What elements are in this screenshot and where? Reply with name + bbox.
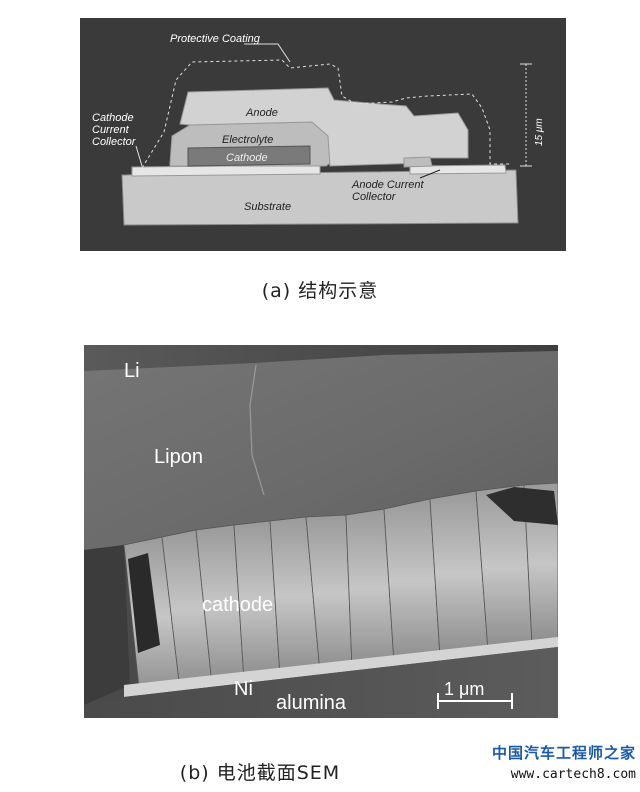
caption-a: (a) 结构示意 xyxy=(261,280,379,302)
anode-collector-label-line1: Anode Current xyxy=(351,179,424,191)
sem-dark-gap xyxy=(128,553,160,653)
cathode-collector-label-line2: Current xyxy=(92,124,130,136)
sem-lipon-layer xyxy=(84,351,558,550)
sem-ni-label: Ni xyxy=(234,678,253,700)
substrate-label: Substrate xyxy=(244,201,291,213)
battery-structure-diagram: Protective Coating Anode Electrolyte Cat… xyxy=(80,18,566,251)
cathode-collector-label-line3: Collector xyxy=(92,136,137,148)
sem-ni-layer xyxy=(124,637,558,697)
caption-b: (b) 电池截面SEM xyxy=(179,762,341,784)
sem-li-layer xyxy=(84,345,558,371)
sem-cathode-label: cathode xyxy=(202,594,273,616)
cathode-collector-label-line1: Cathode xyxy=(92,112,134,124)
anode-collector-leader xyxy=(419,169,441,179)
protective-coating-outline xyxy=(141,59,512,169)
protective-coating-leader xyxy=(244,43,291,63)
electrolyte-label: Electrolyte xyxy=(222,134,273,146)
sem-lipon-label: Lipon xyxy=(154,446,203,468)
anode-contact-step xyxy=(403,156,433,168)
sem-scale-label: 1 μm xyxy=(444,679,484,699)
sem-li-label: Li xyxy=(124,360,140,382)
substrate-layer xyxy=(121,169,519,226)
scale-label: 15 μm xyxy=(534,118,545,146)
anode-current-collector xyxy=(409,164,507,175)
sem-alumina-label: alumina xyxy=(276,692,347,714)
sem-cathode-columns xyxy=(123,482,558,698)
watermark-url: www.cartech8.com xyxy=(510,767,636,782)
cathode-label: Cathode xyxy=(226,152,268,164)
sem-dark-gap xyxy=(486,487,558,525)
sem-crack-line xyxy=(249,364,265,496)
cathode-current-collector xyxy=(131,164,321,177)
anode-layer xyxy=(179,87,469,167)
anode-label: Anode xyxy=(245,107,278,119)
anode-collector-label-line2: Collector xyxy=(352,191,397,203)
watermark: 中国汽车工程师之家 www.cartech8.com xyxy=(486,742,636,782)
sem-cross-section-image: Li Lipon cathode Ni alumina 1 μm xyxy=(84,345,558,718)
watermark-site-name: 中国汽车工程师之家 xyxy=(491,744,636,762)
cathode-collector-leader xyxy=(135,145,143,167)
protective-coating-label: Protective Coating xyxy=(170,33,261,45)
cathode-layer xyxy=(187,145,311,167)
sem-dark-region xyxy=(84,545,130,705)
